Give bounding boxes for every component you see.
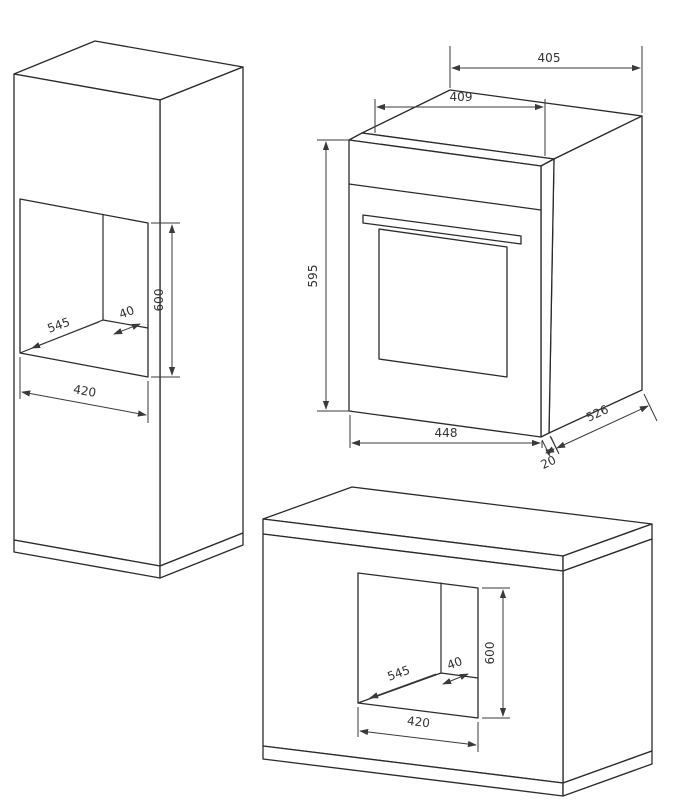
dimension-line <box>113 323 141 335</box>
dimension-height: 595 <box>306 139 352 412</box>
dim-label-body-top-width: 405 <box>538 51 561 65</box>
dim-label-height: 595 <box>306 265 320 288</box>
dim-label-rear-gap: 40 <box>445 654 464 672</box>
extension-lines <box>349 415 543 448</box>
base-cabinet-plinth-side <box>562 750 653 797</box>
tall-cabinet-niche-opening <box>19 198 149 378</box>
dimension-niche-height: 600 <box>482 587 510 719</box>
dimension-niche-width: 420 <box>19 357 149 423</box>
dimension-rear-gap: 40 <box>442 654 469 685</box>
oven-door-handle <box>362 214 522 245</box>
dim-label-front-width: 448 <box>435 426 458 440</box>
dimension-line <box>21 390 147 417</box>
dimension-niche-height: 600 <box>151 222 180 378</box>
oven-side-face <box>548 115 643 434</box>
tall-cabinet-view: 600 420 545 40 <box>13 40 244 579</box>
extension-lines <box>374 99 546 156</box>
dimension-rear-gap: 40 <box>113 303 141 335</box>
dimension-door-protrusion: 20 <box>538 435 559 472</box>
dimension-line <box>545 446 555 456</box>
tall-cabinet-plinth-side <box>159 532 244 579</box>
extension-lines <box>482 587 510 719</box>
leader-line <box>369 673 437 699</box>
dimension-body-top-width: 405 <box>449 46 643 113</box>
extension-lines <box>19 357 149 423</box>
dim-label-door-protrusion: 20 <box>538 453 558 472</box>
dim-label-rear-gap: 40 <box>117 303 136 321</box>
oven-door-window <box>378 228 508 378</box>
extension-lines <box>317 139 352 412</box>
dim-label-niche-height: 600 <box>152 289 166 312</box>
dim-label-top-front-width: 409 <box>450 90 473 104</box>
leader-line <box>31 321 100 349</box>
base-cabinet-side-face <box>562 538 653 784</box>
dimension-line <box>556 405 649 449</box>
dimension-top-front-width: 409 <box>374 90 546 156</box>
dim-label-niche-width: 420 <box>406 714 430 731</box>
dimension-line <box>359 728 477 748</box>
dimension-line <box>442 673 469 685</box>
dim-label-niche-width: 420 <box>72 382 97 400</box>
dimension-niche-width: 420 <box>357 707 479 752</box>
dim-label-niche-height: 600 <box>483 642 497 665</box>
extension-lines <box>357 707 479 752</box>
extension-lines <box>449 46 643 113</box>
dimension-front-width: 448 <box>349 415 543 448</box>
oven-control-panel-seam <box>348 183 542 211</box>
extension-lines <box>151 222 180 378</box>
oven-view: 405 409 595 448 526 <box>306 46 658 472</box>
base-cabinet-view: 600 420 545 40 <box>262 486 653 797</box>
